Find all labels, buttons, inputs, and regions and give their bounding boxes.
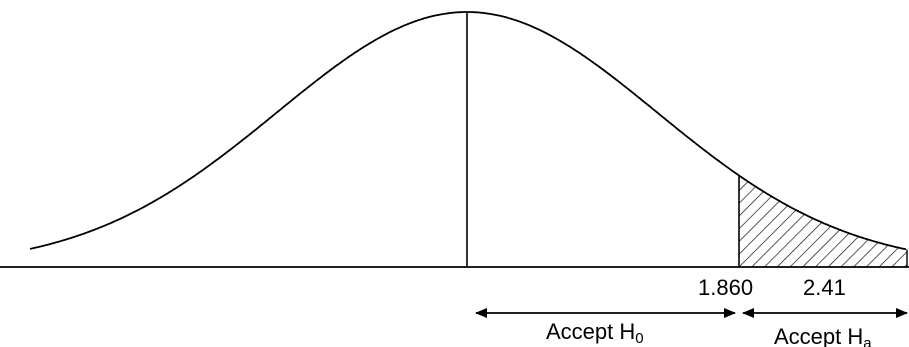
normal-distribution-curve: [29, 11, 907, 251]
accept-null-subscript: 0: [635, 330, 643, 347]
rejection-region-shading: [739, 175, 907, 267]
accept-alt-prefix: Accept H: [774, 324, 863, 347]
accept-alt-subscript: a: [863, 335, 872, 347]
accept-null-prefix: Accept H: [546, 319, 635, 344]
accept-alt-label: Accept Ha: [774, 324, 872, 347]
critical-value-label: 1.860: [698, 275, 753, 300]
accept-null-label: Accept H0: [546, 319, 644, 347]
test-statistic-label: 2.41: [803, 275, 846, 300]
